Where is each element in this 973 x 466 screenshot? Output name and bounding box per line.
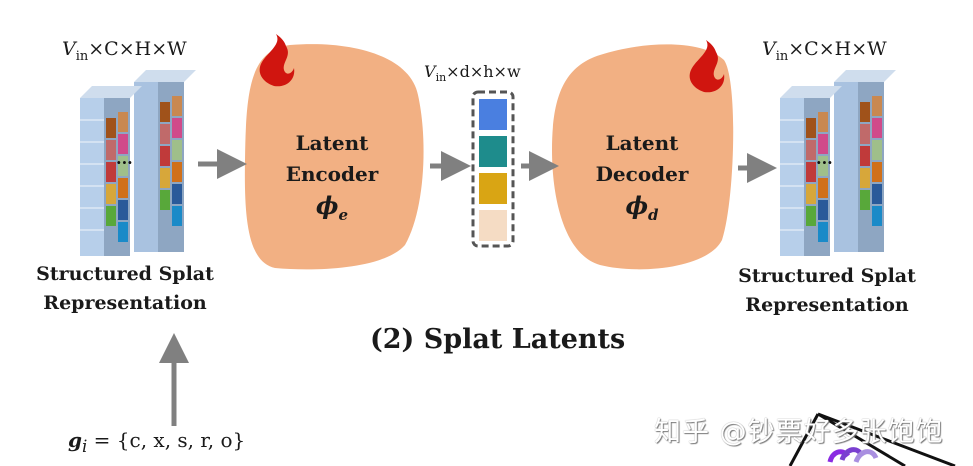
encoder-symbol: ϕe bbox=[315, 191, 349, 224]
latent-vector-border bbox=[471, 90, 515, 248]
figure-title: (2) Splat Latents bbox=[370, 324, 626, 355]
decoder-label: Latent Decoder ϕd bbox=[572, 128, 712, 231]
decoder-symbol: ϕd bbox=[625, 191, 659, 224]
output-caption: Structured Splat Representation bbox=[738, 265, 916, 316]
encoder-blob bbox=[244, 44, 424, 270]
input-caption: Structured Splat Representation bbox=[36, 263, 214, 314]
input-dim-label: Vin×C×H×W bbox=[62, 38, 187, 64]
svg-text:···: ··· bbox=[116, 153, 133, 172]
gaussian-formula: gi = {c, x, s, r, o} bbox=[68, 428, 246, 456]
decoder-blob bbox=[552, 44, 734, 270]
flame-icon-decoder bbox=[689, 40, 725, 93]
input-splat-grid: ··· bbox=[80, 70, 196, 256]
output-dim-label: Vin×C×H×W bbox=[762, 38, 887, 64]
svg-text:···: ··· bbox=[816, 153, 833, 172]
encoder-label: Latent Encoder ϕe bbox=[262, 128, 402, 231]
output-splat-grid: ··· bbox=[780, 70, 896, 256]
latent-dim-label: Vin×d×h×w bbox=[424, 62, 521, 85]
watermark: 知乎 @钞票好多张饱饱 bbox=[654, 417, 944, 448]
flame-icon-encoder bbox=[259, 34, 295, 87]
